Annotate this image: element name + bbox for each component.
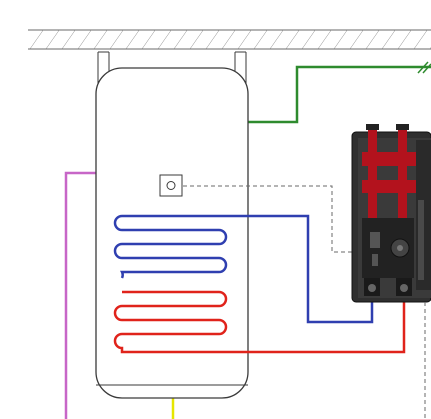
hot-coil: [113, 290, 406, 354]
green-pipe-valve: [417, 61, 431, 74]
sensor-cable: [183, 185, 362, 253]
red-riser-right: [398, 126, 407, 218]
green-pipe: [246, 65, 431, 124]
cold-coil: [113, 214, 374, 324]
pump-station: [351, 124, 431, 303]
temperature-sensor: [159, 174, 183, 197]
magenta-pipe: [64, 171, 96, 419]
storage-tank: [95, 67, 249, 399]
ceiling-hatch: [28, 30, 431, 49]
red-manifold-middle: [362, 180, 431, 193]
ceiling-mount: [28, 29, 431, 50]
red-manifold-top: [362, 152, 431, 166]
red-riser-left: [368, 126, 377, 218]
